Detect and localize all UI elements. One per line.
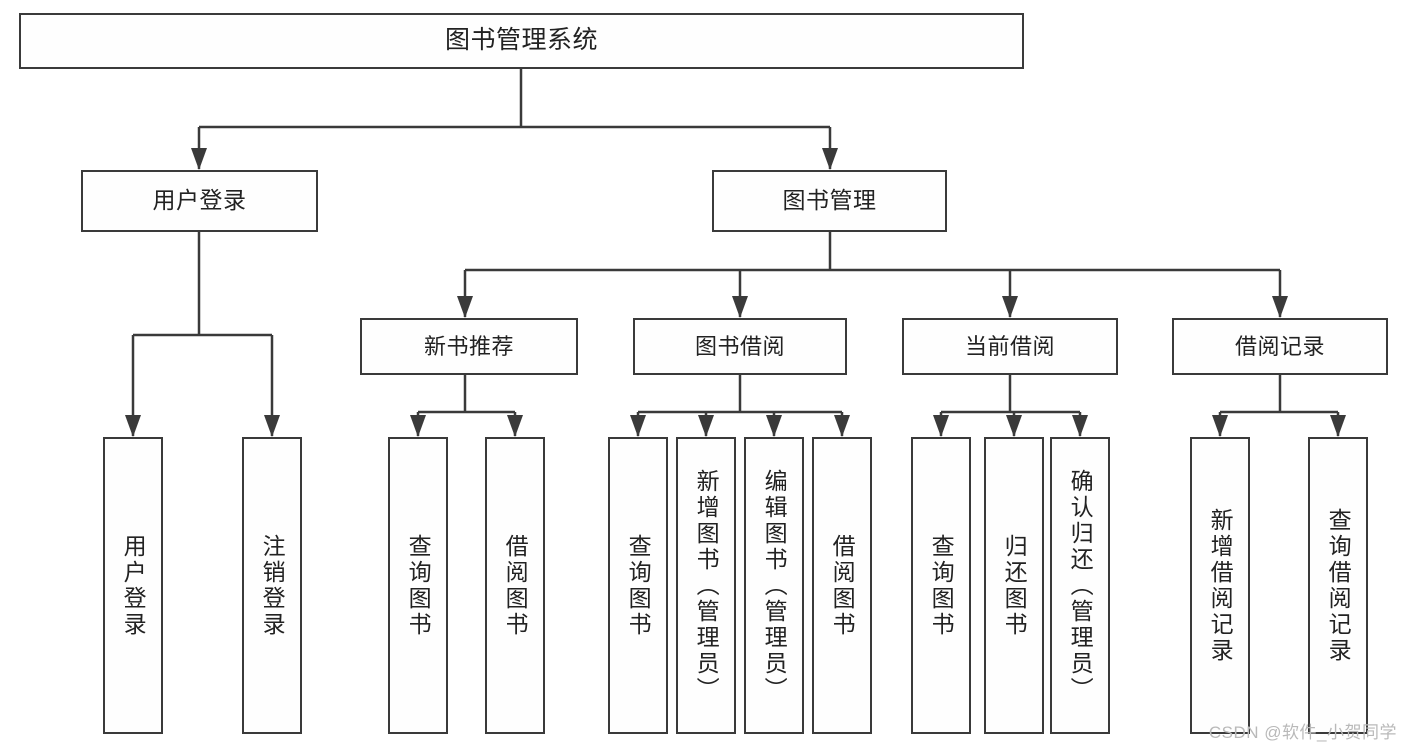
node-leaf-user-login[interactable]: 用户登录 — [103, 437, 163, 734]
node-book-manage[interactable]: 图书管理 — [712, 170, 947, 232]
node-leaf-confirm-return-label: 确认归还（管理员） — [1067, 468, 1094, 703]
node-leaf-borrow-book-1[interactable]: 借阅图书 — [485, 437, 545, 734]
node-leaf-add-book[interactable]: 新增图书（管理员） — [676, 437, 736, 734]
node-new-book-recommend-label: 新书推荐 — [423, 333, 514, 359]
node-new-book-recommend[interactable]: 新书推荐 — [360, 318, 578, 375]
node-leaf-query-book-3[interactable]: 查询图书 — [911, 437, 971, 734]
node-leaf-query-book-3-label: 查询图书 — [928, 533, 955, 638]
node-leaf-borrow-book-2[interactable]: 借阅图书 — [812, 437, 872, 734]
node-leaf-user-login-label: 用户登录 — [120, 533, 147, 638]
node-leaf-user-logout[interactable]: 注销登录 — [242, 437, 302, 734]
node-leaf-user-logout-label: 注销登录 — [259, 533, 286, 638]
node-leaf-confirm-return[interactable]: 确认归还（管理员） — [1050, 437, 1110, 734]
node-leaf-edit-book-label: 编辑图书（管理员） — [761, 468, 788, 703]
node-root-label: 图书管理系统 — [444, 26, 598, 55]
node-leaf-query-borrow-record[interactable]: 查询借阅记录 — [1308, 437, 1368, 734]
node-leaf-add-book-label: 新增图书（管理员） — [693, 468, 720, 703]
node-leaf-add-borrow-record-label: 新增借阅记录 — [1207, 507, 1234, 664]
node-leaf-return-book[interactable]: 归还图书 — [984, 437, 1044, 734]
node-root[interactable]: 图书管理系统 — [19, 13, 1024, 69]
node-book-manage-label: 图书管理 — [782, 187, 877, 214]
node-current-borrow-label: 当前借阅 — [964, 333, 1055, 359]
node-leaf-query-book-1-label: 查询图书 — [405, 533, 432, 638]
node-leaf-query-book-2[interactable]: 查询图书 — [608, 437, 668, 734]
node-book-borrow[interactable]: 图书借阅 — [633, 318, 847, 375]
node-leaf-edit-book[interactable]: 编辑图书（管理员） — [744, 437, 804, 734]
node-leaf-borrow-book-2-label: 借阅图书 — [829, 533, 856, 638]
watermark: CSDN @软件_小贺同学 — [1208, 723, 1397, 742]
node-leaf-query-borrow-record-label: 查询借阅记录 — [1325, 507, 1352, 664]
node-leaf-add-borrow-record[interactable]: 新增借阅记录 — [1190, 437, 1250, 734]
node-user-login-label: 用户登录 — [152, 187, 247, 214]
node-leaf-query-book-2-label: 查询图书 — [625, 533, 652, 638]
node-borrow-record[interactable]: 借阅记录 — [1172, 318, 1388, 375]
node-leaf-query-book-1[interactable]: 查询图书 — [388, 437, 448, 734]
node-borrow-record-label: 借阅记录 — [1234, 333, 1325, 359]
node-current-borrow[interactable]: 当前借阅 — [902, 318, 1118, 375]
node-leaf-return-book-label: 归还图书 — [1001, 533, 1028, 638]
node-leaf-borrow-book-1-label: 借阅图书 — [502, 533, 529, 638]
node-user-login[interactable]: 用户登录 — [81, 170, 318, 232]
node-book-borrow-label: 图书借阅 — [694, 333, 785, 359]
